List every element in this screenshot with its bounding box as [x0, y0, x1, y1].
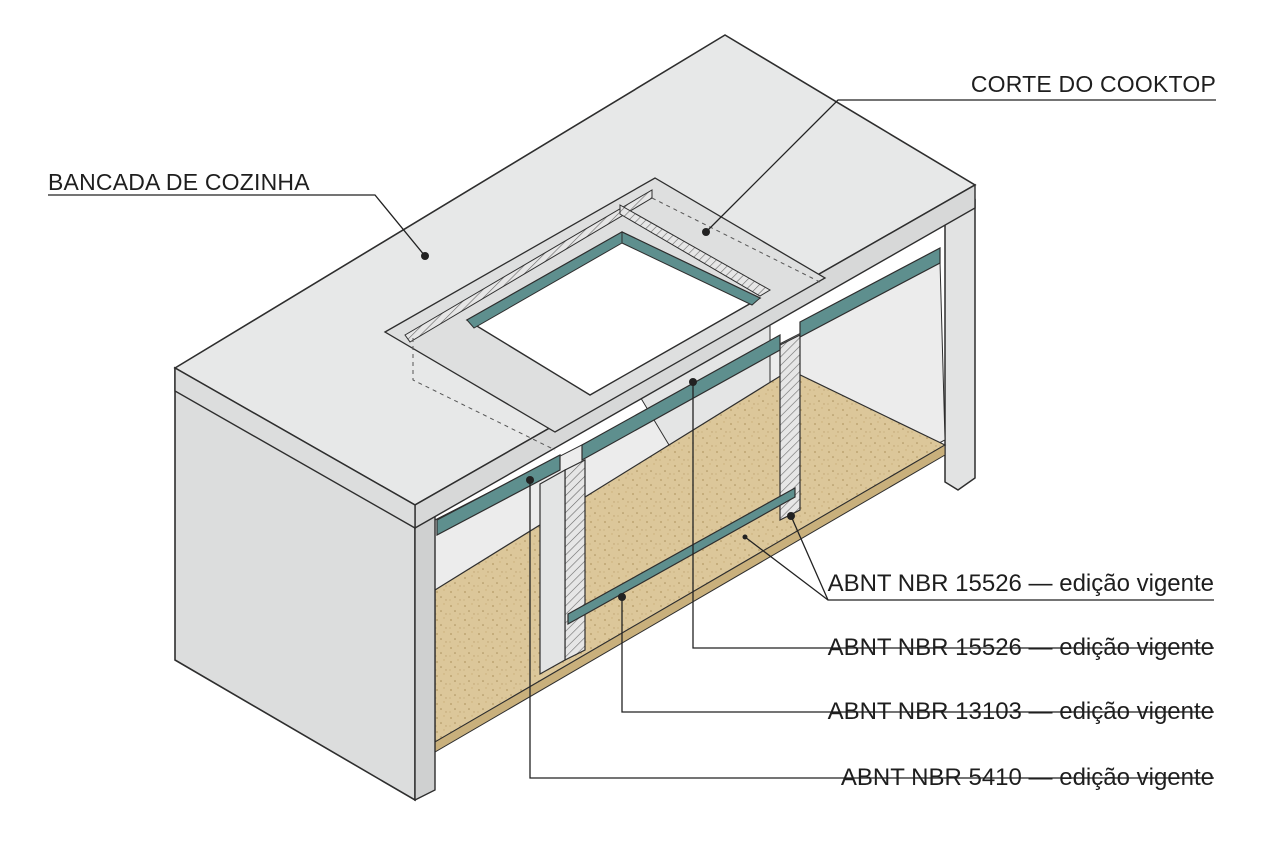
leader-dot-bancada [421, 252, 429, 260]
gas-pipe [567, 486, 796, 626]
leader-norma-eletrica [529, 480, 1214, 779]
leader-norma-exaustao [621, 597, 1214, 713]
leader-corte [705, 99, 1216, 233]
partition-left [539, 459, 586, 676]
cooktop-cutout [383, 177, 827, 451]
label-norma-gas-1: ABNT NBR 15526 — edição vigente [827, 570, 1214, 597]
leader-dot-norma-gas-2 [689, 378, 697, 386]
leader-lines [48, 99, 1216, 779]
leader-norma-gas-2 [692, 382, 1214, 649]
label-corte-cooktop: CORTE DO COOKTOP [970, 71, 1216, 97]
leader-dot-norma-exaustao [618, 593, 626, 601]
leader-bancada [48, 194, 426, 257]
leader-norma-gas-1b [790, 515, 829, 601]
partition-right [779, 334, 801, 521]
top-rails [436, 247, 941, 536]
leader-dot-norma-eletrica [526, 476, 534, 484]
leader-dot-norma-gas-1 [742, 534, 748, 540]
label-norma-gas-2: ABNT NBR 15526 — edição vigente [827, 634, 1214, 661]
right-end-panel [944, 198, 976, 491]
label-norma-eletrica: ABNT NBR 5410 — edição vigente [840, 764, 1214, 791]
label-bancada: BANCADA DE COZINHA [48, 169, 310, 195]
label-norma-exaustao: ABNT NBR 13103 — edição vigente [827, 698, 1214, 725]
leader-dot-corte [702, 228, 710, 236]
leader-dot-norma-gas-1b [787, 512, 795, 520]
